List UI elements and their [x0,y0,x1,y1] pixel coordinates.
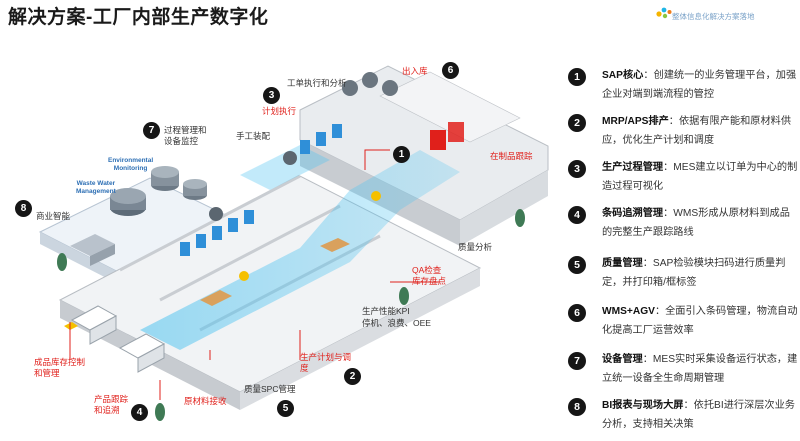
feature-title: BI报表与现场大屏 [602,400,684,411]
label-plan-exec: 计划执行 [262,106,297,116]
label-qa-check: QA检查 [412,265,442,275]
marker-4: 4 [131,404,148,421]
callout-lines [69,149,440,400]
feature-desc: ：依托BI进行深层次业务分析，支持相关决策 [602,400,795,430]
feature-desc: ：依据有限产能和原材料供应，优化生产计划和调度 [602,116,792,146]
label-quality-analysis: 质量分析 [458,242,493,252]
label-prod-plan-2: 度 [300,363,309,373]
feature-number: 8 [568,398,586,416]
label-kpi-detail: 停机、浪费、OEE [362,318,431,328]
label-wip-tracking: 在制品跟踪 [490,151,533,161]
feature-number: 2 [568,114,586,132]
feature-desc: ：MES实时采集设备运行状态，建立统一设备全生命周期管理 [602,354,798,384]
page-title: 解决方案-工厂内部生产数字化 [8,7,269,28]
label-inv-ctrl-2: 和管理 [34,368,60,378]
marker-3: 3 [263,87,280,104]
logo-text: 整体信息化解决方案落地 [672,12,755,21]
feature-number: 4 [568,206,586,224]
trees [57,209,525,421]
feature-desc: ：MES建立以订单为中心的制造过程可视化 [602,162,798,192]
feature-number: 1 [568,68,586,86]
label-outbound: 出入库 [402,66,428,76]
label-kpi: 生产性能KPI [362,306,410,316]
feature-number: 7 [568,352,586,370]
factory-diagram [38,65,549,421]
label-material-recv: 原材料接收 [184,396,227,406]
feature-number: 3 [568,160,586,178]
feature-desc: ：创建统一的业务管理平台，加强企业对端到端流程的管控 [602,70,797,100]
label-env-monitoring: Environmental Monitoring [108,157,154,172]
label-inventory-count: 库存盘点 [412,276,447,286]
label-waste-water: Waste Water Management [76,180,116,195]
feature-title: 设备管理 [602,354,643,365]
label-spc: 质量SPC管理 [244,384,296,394]
feature-title: SAP核心 [602,70,644,81]
feature-title: WMS+AGV [602,306,655,317]
label-process-mgmt: 过程管理和 [164,125,207,135]
label-dispatch: 工单执行和分析 [287,78,347,88]
logo-dots-icon [656,7,672,19]
label-inv-ctrl: 成品库存控制 [34,357,86,367]
label-trace-2: 和追溯 [94,405,120,415]
marker-5: 5 [277,400,294,417]
trucks [64,305,166,373]
feature-number: 6 [568,304,586,322]
feature-desc: ：SAP检验模块扫码进行质量判定，并打印箱/框标签 [602,258,786,288]
label-equip-monitor: 设备监控 [164,136,199,146]
marker-2: 2 [344,368,361,385]
marker-7: 7 [143,122,160,139]
production-equipment [180,72,464,306]
feature-title: MRP/APS排产 [602,116,669,127]
label-trace: 产品跟踪 [94,394,129,404]
feature-number: 5 [568,256,586,274]
feature-title: 质量管理 [602,258,643,269]
marker-8: 8 [15,200,32,217]
feature-title: 生产过程管理 [602,162,664,173]
feature-title: 条码追溯管理 [602,208,664,219]
feature-desc: ：全面引入条码管理，物流自动化提高工厂运营效率 [602,306,798,336]
label-prod-plan: 生产计划与调 [300,352,352,362]
marker-6: 6 [442,62,459,79]
label-bi: 商业智能 [36,211,71,221]
marker-1: 1 [393,146,410,163]
label-manual-assembly: 手工装配 [236,131,271,141]
feature-desc: ：WMS形成从原材料到成品的完整生产跟踪路线 [602,208,790,238]
